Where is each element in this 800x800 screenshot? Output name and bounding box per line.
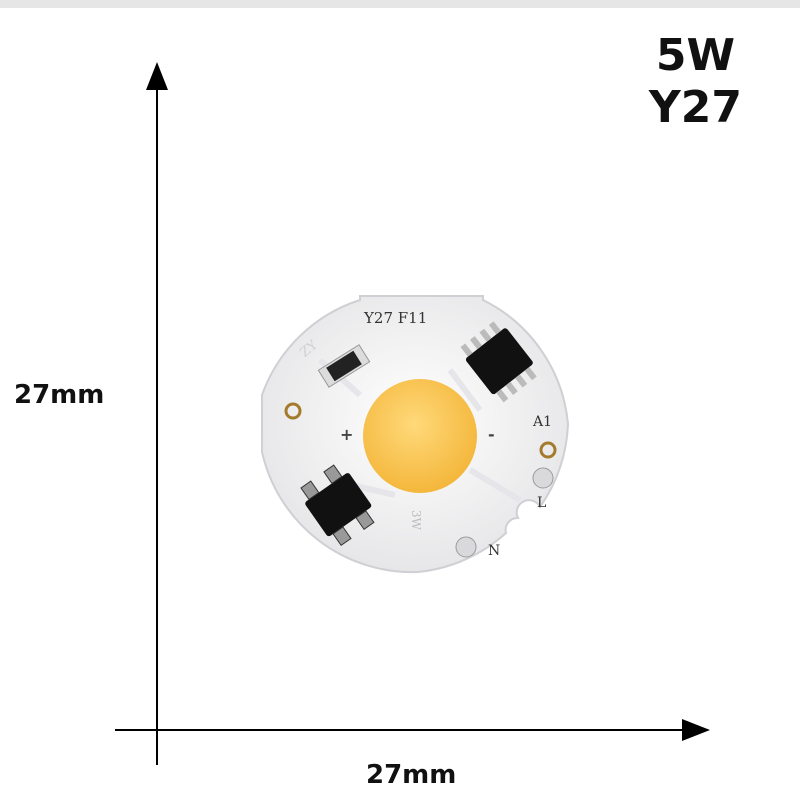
ic-chip-top bbox=[460, 321, 537, 403]
mount-pad-left bbox=[284, 402, 302, 420]
minus-mark: - bbox=[488, 425, 495, 444]
pad-n-icon bbox=[455, 536, 477, 558]
vertical-arrow-icon bbox=[146, 62, 168, 90]
pad-l-icon bbox=[532, 467, 554, 489]
pad-l-label: L bbox=[537, 495, 546, 511]
product-spec: 5W Y27 bbox=[649, 30, 742, 134]
pad-a1-label: A1 bbox=[532, 414, 552, 430]
plus-mark: + bbox=[340, 425, 353, 444]
resistor bbox=[317, 344, 371, 388]
cob-led bbox=[363, 379, 477, 493]
ic-chip-bottom bbox=[300, 464, 375, 547]
board-wattage-text: 3W bbox=[409, 510, 423, 531]
height-dimension-label: 27mm bbox=[14, 380, 105, 410]
top-strip bbox=[0, 0, 800, 8]
width-dimension-label: 27mm bbox=[366, 760, 457, 790]
pad-a1-icon bbox=[539, 441, 557, 459]
pad-n-label: N bbox=[488, 543, 500, 559]
led-module: Y27 F11 ZY + - A1 L N 3W bbox=[261, 295, 570, 574]
board-model-text: Y27 F11 bbox=[363, 309, 427, 327]
model-label: Y27 bbox=[648, 82, 742, 133]
power-label: 5W bbox=[655, 30, 736, 81]
horizontal-arrow-icon bbox=[682, 719, 710, 741]
